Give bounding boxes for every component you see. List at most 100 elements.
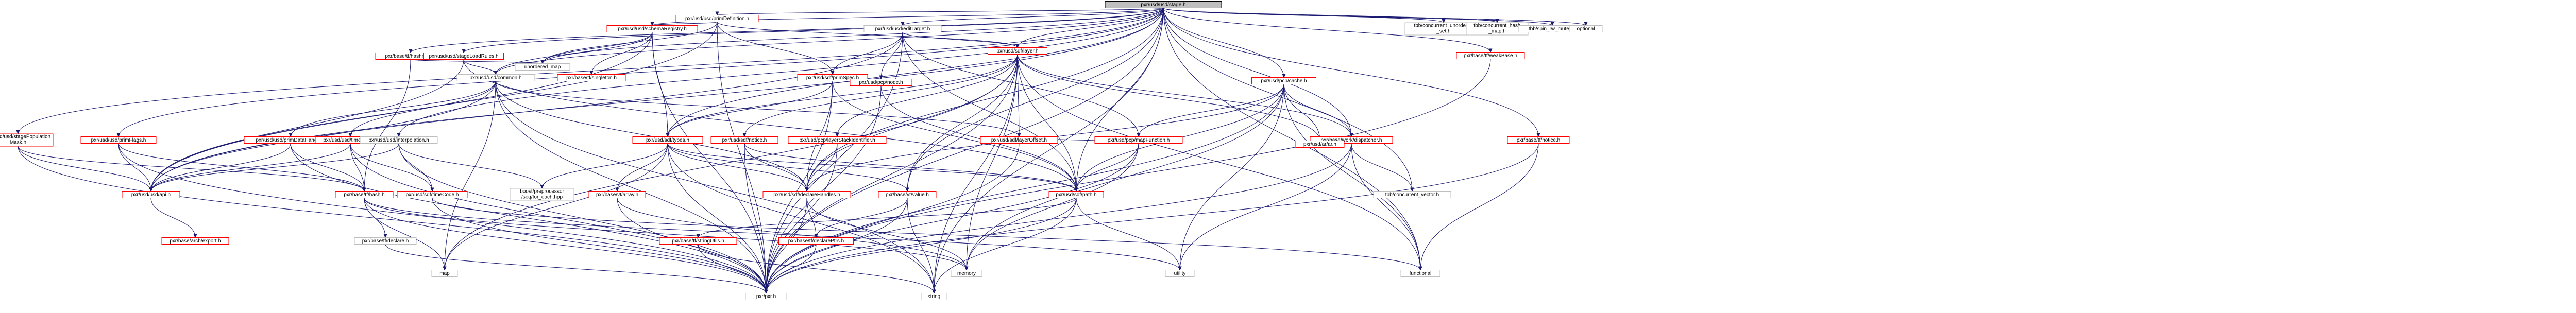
node-label: pxr/usd/pcp/node.h bbox=[859, 80, 903, 85]
edge-tfDeclare-to-pxrH bbox=[385, 244, 766, 293]
node-label: pxr/usd/pcp/cache.h bbox=[1261, 78, 1307, 84]
node-box bbox=[632, 136, 703, 144]
edge-root-to-hashmap bbox=[411, 8, 1164, 53]
edge-root-to-primFlags bbox=[118, 8, 1164, 137]
node-box bbox=[431, 270, 458, 277]
node-tbb-concurrent-vector-h: tbb/concurrent_vector.h bbox=[1373, 191, 1451, 198]
edge-sdfLayer-to-layerStackIdentifier bbox=[837, 54, 1018, 137]
node-pxr-usd-pcp-layerstackidentifier-h[interactable]: pxr/usd/pcp/layerStackIdentifier.h bbox=[788, 136, 887, 144]
edge-root-to-declareHandles bbox=[807, 8, 1164, 192]
edge-primSpec-to-sdfPath bbox=[832, 81, 1076, 192]
edge-tfHash-to-pxrH bbox=[364, 198, 766, 293]
edge-declareHandles-to-memory bbox=[806, 198, 967, 270]
edge-schemaRegistry-to-usdCommon bbox=[496, 32, 653, 75]
edge-mapFunction-to-pxrH bbox=[766, 143, 1139, 293]
edge-sdfTypes-to-vtArray bbox=[617, 143, 668, 192]
edge-tfNotice-to-pxrH bbox=[766, 143, 1539, 293]
node-pxr-usd-sdf-notice-h[interactable]: pxr/usd/sdf/notice.h bbox=[710, 136, 778, 144]
node-pxr-base-arch-export-h[interactable]: pxr/base/arch/export.h bbox=[161, 237, 229, 245]
node-pxr-usd-sdf-declarehandles-h[interactable]: pxr/usd/sdf/declareHandles.h bbox=[762, 191, 851, 198]
edge-usdApi-to-archExport bbox=[150, 198, 195, 238]
edge-primSpec-to-declareHandles bbox=[807, 81, 833, 192]
node-unordered-map: unordered_map bbox=[515, 63, 570, 71]
edge-declareHandles-to-declarePtrs bbox=[806, 198, 816, 238]
edge-primDefinition-to-schemaRegistry bbox=[652, 22, 718, 26]
node-utility: utility bbox=[1165, 270, 1195, 277]
node-pxr-usd-pcp-node-h[interactable]: pxr/usd/pcp/node.h bbox=[850, 79, 912, 86]
node-pxr-usd-usd-api-h[interactable]: pxr/usd/usd/api.h bbox=[122, 191, 180, 198]
edge-primDataHandle-to-tfHash bbox=[290, 143, 364, 192]
node-pxr-usd-usd-primflags-h[interactable]: pxr/usd/usd/primFlags.h bbox=[80, 136, 157, 144]
node-label: pxr/base/vt/value.h bbox=[886, 192, 929, 198]
node-pxr-usd-usd-schemaregistry-h[interactable]: pxr/usd/usd/schemaRegistry.h bbox=[606, 25, 698, 32]
edge-root-to-tbbHashMap bbox=[1163, 8, 1497, 23]
node-label: unordered_map bbox=[524, 64, 561, 70]
edge-mapFunction-to-sdfPath bbox=[1076, 143, 1139, 192]
node-label: pxr/usd/usd/primDefinition.h bbox=[685, 16, 749, 22]
edge-root-to-tfNotice bbox=[1163, 8, 1538, 137]
edge-sdfLayer-to-sdfTypes bbox=[668, 54, 1018, 137]
edge-usdCommon-to-sdfLayerOffset bbox=[495, 81, 1019, 137]
edge-pcpCache-to-scalar bbox=[1283, 84, 1320, 141]
edge-editTarget-to-sdfLayer bbox=[902, 32, 1018, 48]
node-pxr-usd-sdf-types-h[interactable]: pxr/usd/sdf/types.h bbox=[632, 136, 703, 144]
edge-root-to-interpolation bbox=[399, 8, 1164, 137]
edge-sdfTimeCode-to-pxrH bbox=[432, 198, 766, 293]
edge-sdfLayer-to-pxrH bbox=[766, 54, 1018, 293]
dependency-edges bbox=[18, 8, 1586, 293]
node-box bbox=[951, 270, 982, 277]
edge-root-to-sdfPath bbox=[1076, 8, 1164, 192]
node-box bbox=[710, 136, 778, 144]
node-box bbox=[1507, 136, 1570, 144]
node-pxr-usd-ar-ar-h[interactable]: pxr/usd/ar/ar.h bbox=[1295, 141, 1345, 148]
edge-layerStackIdentifier-to-pxrH bbox=[766, 143, 838, 293]
node-boost-preprocessor-seq-for-each-hpp: boost/preprocessor/seq/for_each.hpp bbox=[510, 188, 574, 201]
node-pxr-usd-usd-stageloadrules-h[interactable]: pxr/usd/usd/stageLoadRules.h bbox=[423, 53, 504, 60]
node-box bbox=[1373, 191, 1451, 198]
node-label: pxr/usd/usd/primFlags.h bbox=[91, 137, 146, 143]
node-box bbox=[1048, 191, 1104, 198]
edge-tfHash-to-memory bbox=[364, 198, 967, 270]
node-pxr-usd-pcp-mapfunction-h[interactable]: pxr/usd/pcp/mapFunction.h bbox=[1094, 136, 1183, 144]
node-pxr-base-tf-singleton-h[interactable]: pxr/base/tf/singleton.h bbox=[557, 74, 626, 81]
edge-root-to-schemaRegistry bbox=[652, 8, 1164, 26]
node-pxr-base-vt-value-h[interactable]: pxr/base/vt/value.h bbox=[878, 191, 937, 198]
node-box bbox=[1456, 52, 1525, 59]
node-pxr-usd-usd-edittarget-h: pxr/usd/usd/editTarget.h bbox=[863, 25, 942, 32]
node-pxr-base-tf-stringutils-h[interactable]: pxr/base/tf/stringUtils.h bbox=[659, 237, 737, 245]
node-label: pxr/usd/usd/api.h bbox=[131, 192, 171, 198]
node-pxr-usd-sdf-layeroffset-h[interactable]: pxr/usd/sdf/layerOffset.h bbox=[980, 136, 1058, 144]
node-pxr-base-tf-declareptrs-h[interactable]: pxr/base/tf/declarePtrs.h bbox=[778, 237, 854, 245]
node-pxr-base-tf-hash-h[interactable]: pxr/base/tf/hash.h bbox=[335, 191, 394, 198]
node-pxr-usd-sdf-layer-h[interactable]: pxr/usd/sdf/layer.h bbox=[988, 47, 1047, 55]
edge-root-to-pcpCache bbox=[1163, 8, 1284, 78]
node-pxr-usd-usd-primdefinition-h[interactable]: pxr/usd/usd/primDefinition.h bbox=[675, 15, 759, 22]
node-pxr-base-tf-weakbase-h[interactable]: pxr/base/tf/weakBase.h bbox=[1456, 52, 1525, 59]
node-pxr-base-tf-notice-h[interactable]: pxr/base/tf/notice.h bbox=[1507, 136, 1570, 144]
edge-root-to-primDefinition bbox=[717, 8, 1164, 15]
node-pxr-usd-pcp-cache-h[interactable]: pxr/usd/pcp/cache.h bbox=[1251, 77, 1316, 84]
node-label: pxr/base/tf/singleton.h bbox=[566, 75, 617, 81]
node-label: map bbox=[439, 271, 450, 276]
edge-sdfNotice-to-declareHandles bbox=[744, 143, 807, 192]
edge-pcpCache-to-workDispatcher bbox=[1283, 84, 1351, 137]
node-pxr-usd-sdf-path-h[interactable]: pxr/usd/sdf/path.h bbox=[1048, 191, 1104, 198]
node-pxr-usd-usd-interpolation-h: pxr/usd/usd/interpolation.h bbox=[360, 136, 438, 144]
node-pxr-base-vt-array-h[interactable]: pxr/base/vt/array.h bbox=[588, 191, 646, 198]
node-pxr-usd-sdf-timecode-h[interactable]: pxr/usd/sdf/timeCode.h bbox=[397, 191, 468, 198]
edge-timeCode-to-usdApi bbox=[151, 143, 351, 192]
edge-editTarget-to-pcpNode bbox=[881, 32, 903, 79]
edge-sdfLayer-to-sdfLayerOffset bbox=[1018, 54, 1019, 137]
node-pxr-usd-usd-stage-h[interactable]: pxr/usd/usd/stage.h bbox=[1105, 1, 1222, 8]
edge-stagePopulationMask-to-pxrH bbox=[18, 146, 766, 293]
edge-hashmap-to-unorderedMap bbox=[410, 59, 543, 64]
edge-stagePopulationMask-to-tfHash bbox=[18, 146, 364, 192]
edge-primDataHandle-to-usdApi bbox=[151, 143, 291, 192]
edge-stringUtils-to-string bbox=[698, 244, 934, 293]
edge-declareHandles-to-pxrH bbox=[766, 198, 807, 293]
node-box bbox=[423, 53, 504, 60]
edge-stageLoadRules-to-sdfPath bbox=[463, 59, 1076, 192]
node-box bbox=[161, 237, 229, 245]
node-label: pxr/usd/sdf/types.h bbox=[646, 137, 689, 143]
